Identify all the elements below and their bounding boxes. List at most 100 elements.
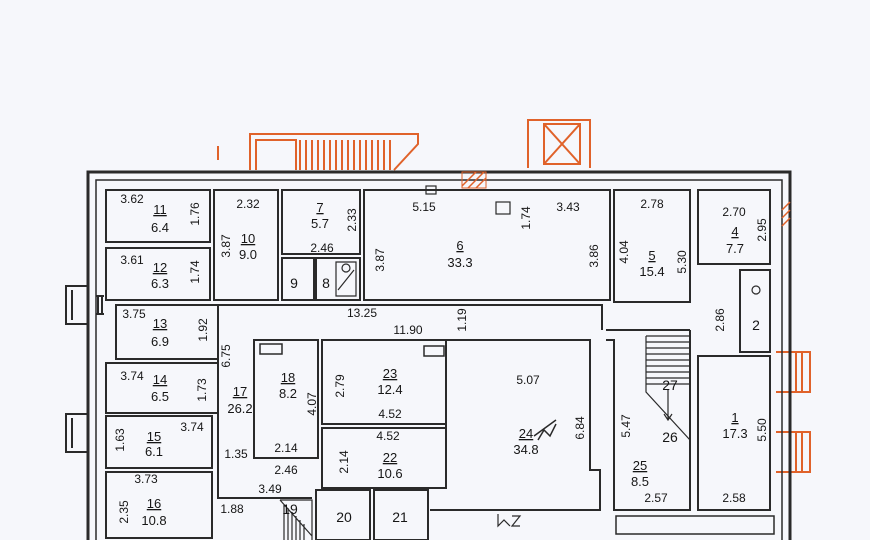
room-area-5: 15.4 [639,264,664,279]
dim-label: 6.75 [219,344,233,368]
wall-room-10 [213,189,279,301]
wall-room-7 [281,189,361,255]
wall-room-24 [430,339,601,511]
room-area-25: 8.5 [631,474,649,489]
room-num-7: 7 [316,200,323,215]
dim-label: 13.25 [347,306,377,320]
dim-label: 1.88 [220,502,244,516]
dim-label: 3.61 [120,253,144,267]
wall-room-21 [373,489,429,540]
room-area-17: 26.2 [227,401,252,416]
dim-label: 2.57 [644,491,668,505]
room-area-24: 34.8 [513,442,538,457]
room-num-5: 5 [648,248,655,263]
dim-label: 3.62 [120,192,144,206]
fixture-6b [425,185,437,195]
wall-room-25-26 [606,329,691,511]
wall-bottom-strip [615,515,775,535]
radiator-23 [423,345,445,357]
dim-label: 3.86 [587,244,601,268]
wall-room-9 [281,257,315,301]
room-area-15: 6.1 [145,444,163,459]
room-area-10: 9.0 [239,247,257,262]
room-num-4: 4 [731,224,738,239]
room-num-22: 22 [383,450,397,465]
wall-room-5 [613,189,691,303]
inner-wall-line [95,179,783,540]
room-num-27: 27 [662,377,678,393]
dim-label: 2.46 [274,463,298,477]
fixture-wc-8 [335,261,357,297]
room-num-9: 9 [290,275,298,291]
dim-label: 2.32 [236,197,260,211]
dim-label: 3.49 [258,482,282,496]
dim-label: 5.15 [412,200,436,214]
wall-room-11 [105,189,211,243]
room-area-7: 5.7 [311,216,329,231]
dim-label: 2.95 [755,218,769,242]
room-area-12: 6.3 [151,276,169,291]
dim-label: 5.07 [516,373,540,387]
dim-label: 1.74 [519,206,533,230]
dim-label: 3.75 [122,307,146,321]
dim-label: 2.70 [722,205,746,219]
dim-label: 3.87 [373,248,387,272]
room-num-11: 11 [153,202,167,217]
dim-label: 1.63 [113,428,127,452]
fixture-basin-2 [751,285,761,295]
lift-shaft-annex [527,119,591,168]
wall-room-1 [697,355,771,511]
room-num-21: 21 [392,509,408,525]
dim-label: 2.58 [722,491,746,505]
stair-27 [645,335,691,441]
wall-room-18 [253,339,319,459]
room-num-2: 2 [752,317,760,333]
wall-room-12 [105,247,211,301]
entrance-stair-annex [249,133,419,171]
fixture-basin-8 [341,263,351,273]
room-num-23: 23 [383,366,397,381]
right-window-annex-top [776,351,811,393]
dim-label: 2.78 [640,197,664,211]
wall-room-20 [315,489,371,540]
room-area-16: 10.8 [141,513,166,528]
dim-label: 1.19 [455,308,469,332]
left-window-bay-top [65,285,104,325]
room-num-25: 25 [633,458,647,473]
room-num-13: 13 [153,316,167,331]
dim-label: 1.35 [224,447,248,461]
room-area-6: 33.3 [447,255,472,270]
right-window-annex-bottom [776,431,811,473]
wall-room-6 [363,189,611,301]
room-num-10: 10 [241,231,255,246]
outer-wall [86,170,792,540]
dim-label: 11.90 [393,323,422,337]
wall-room-4 [697,189,771,265]
dim-label: 4.52 [376,429,400,443]
marker-bottom [497,514,522,528]
hatch-top [461,171,487,189]
room-area-23: 12.4 [377,382,402,397]
dim-label: 2.46 [310,241,334,255]
dim-label: 2.14 [337,450,351,474]
dim-label: 3.43 [556,200,580,214]
dim-label: 4.07 [305,392,319,416]
wall-room-15 [105,415,213,469]
room-num-24: 24 [519,426,533,441]
room-num-1: 1 [731,410,738,425]
room-num-18: 18 [281,370,295,385]
electric-panel-icon [533,419,557,441]
dim-label: 4.52 [378,407,402,421]
plain-room-numbers: 9 8 2 26 27 19 20 21 [282,275,760,525]
dim-label: 5.50 [755,418,769,442]
dim-label: 4.04 [617,240,631,264]
wall-room-2 [739,269,771,353]
dim-label: 3.87 [219,234,233,258]
room-num-15: 15 [147,429,161,444]
room-area-4: 7.7 [726,241,744,256]
room-numbers: 11 6.4 12 6.3 13 6.9 14 6.5 15 6.1 16 10… [141,200,747,528]
room-area-13: 6.9 [151,334,169,349]
dim-label: 3.74 [120,369,144,383]
hatch-top-lines [461,171,487,189]
